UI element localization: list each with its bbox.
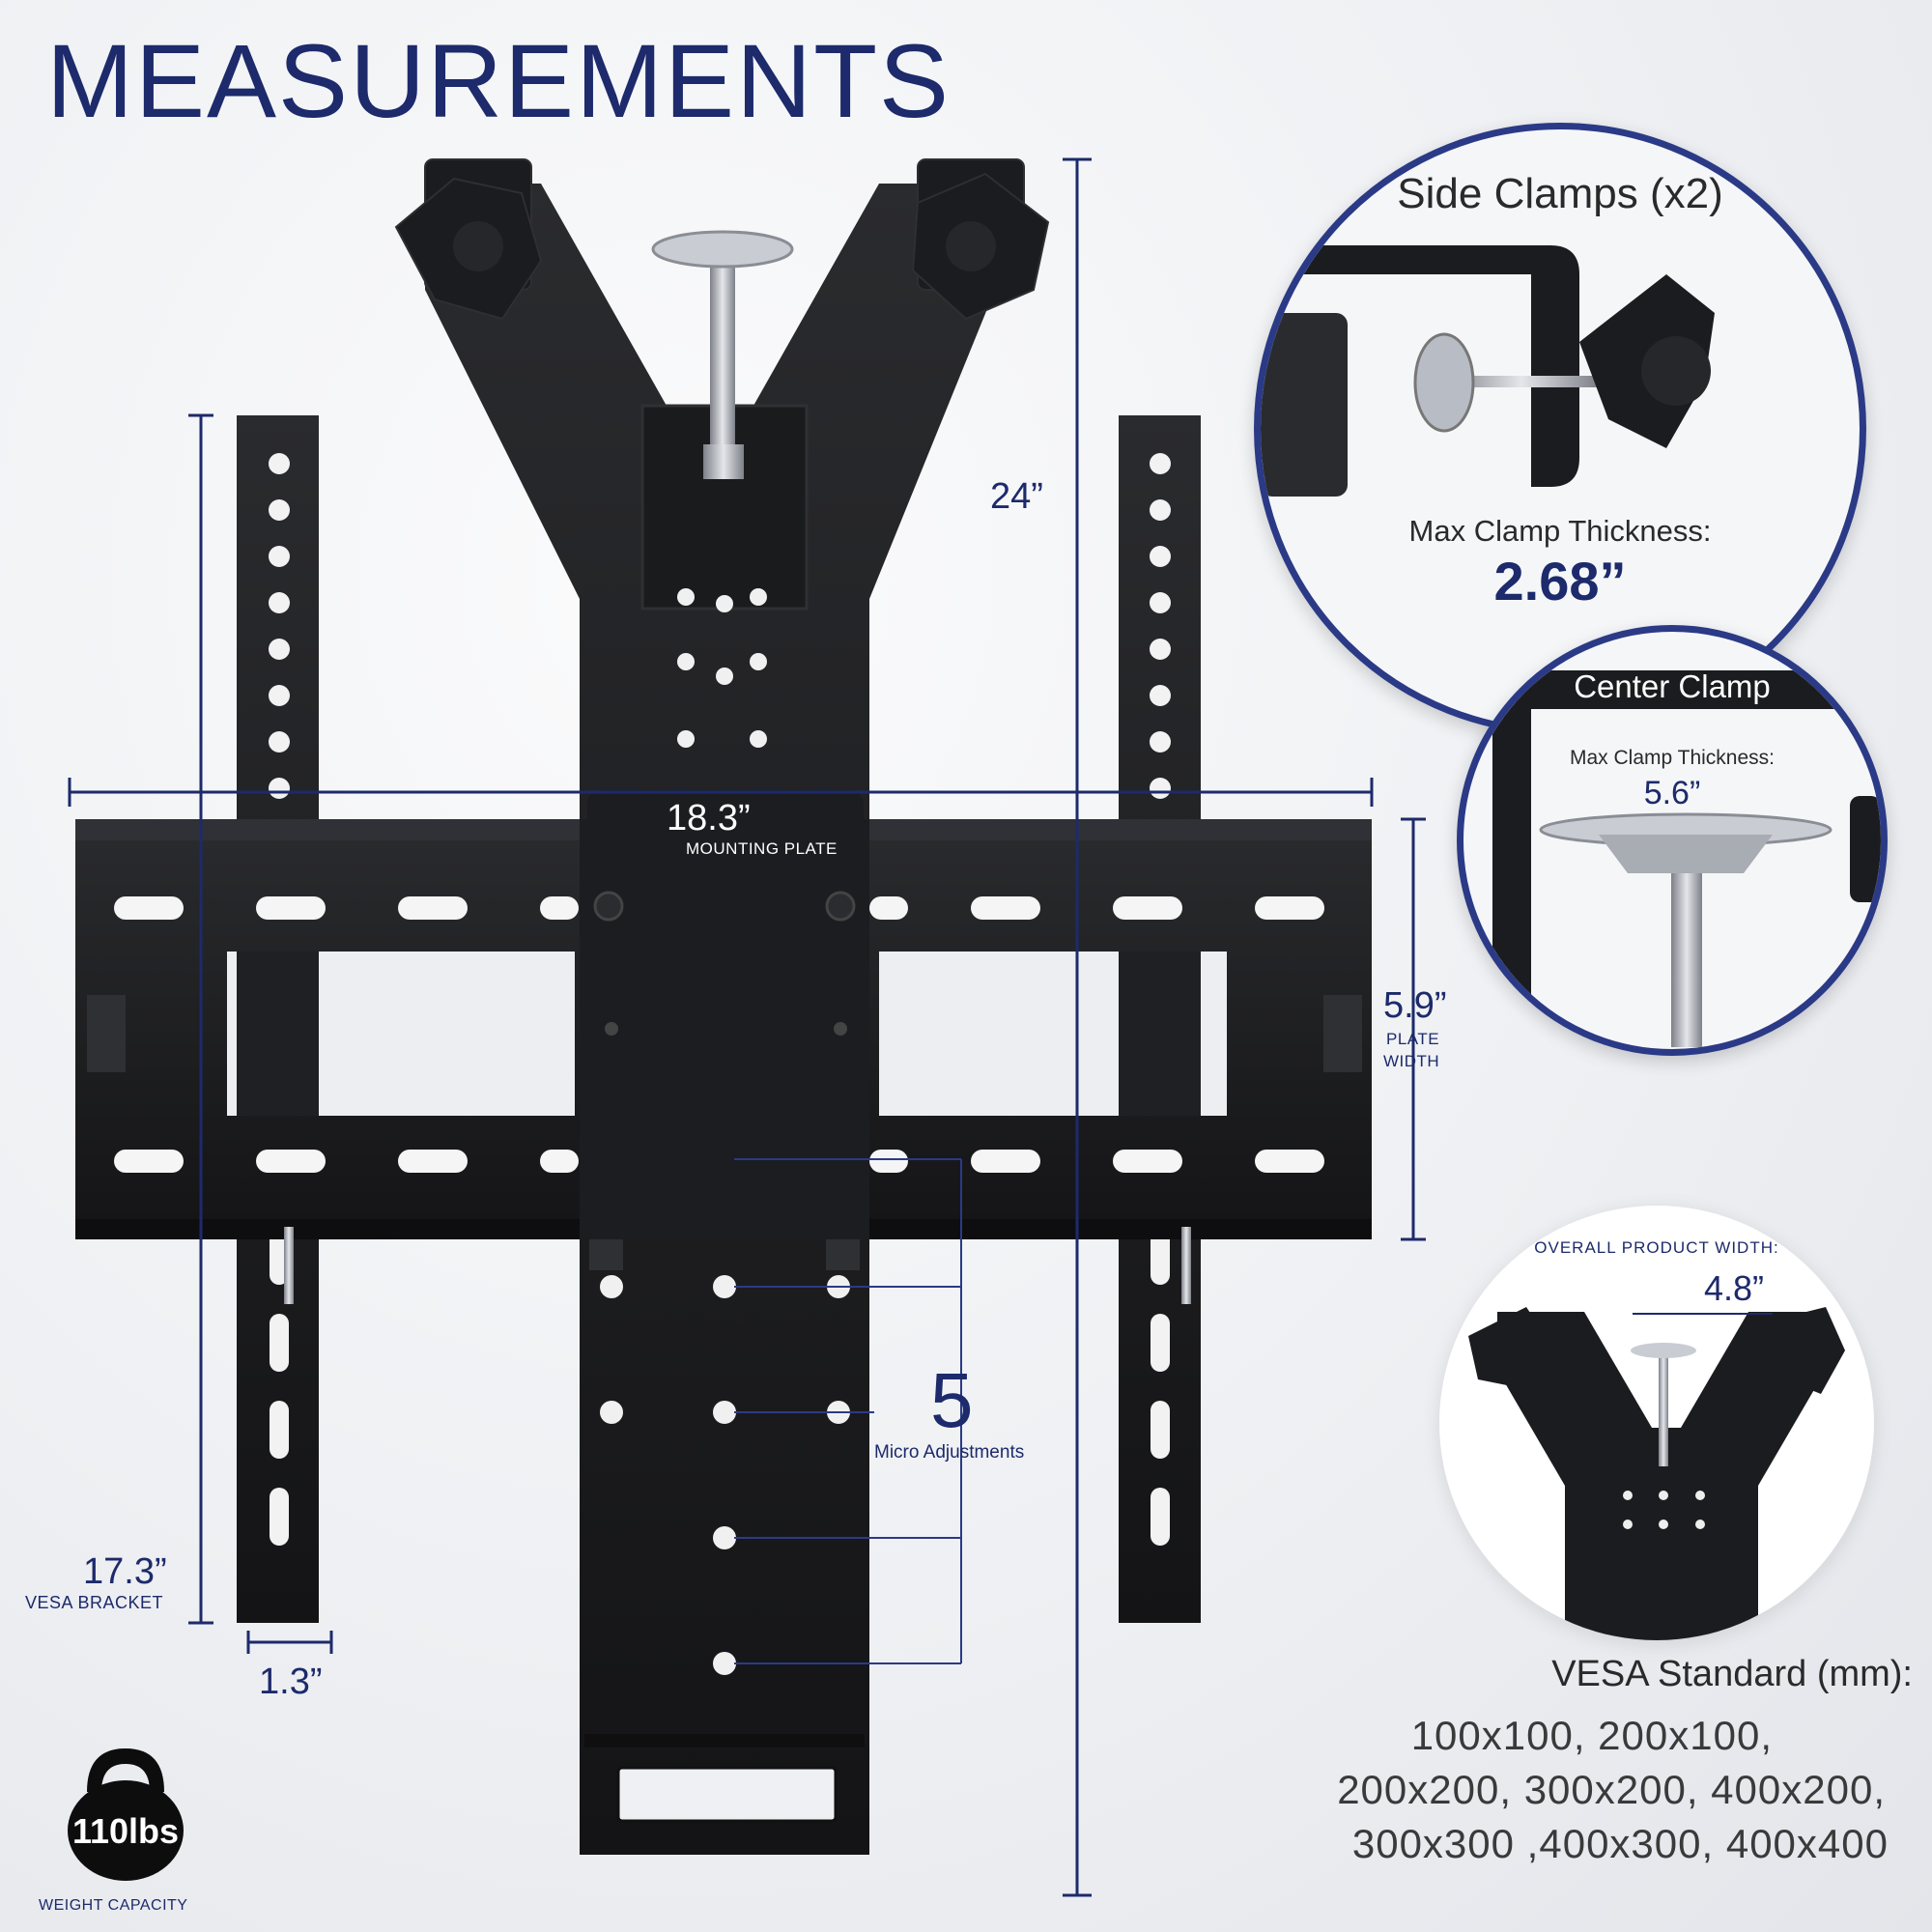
plate-width-dimension: 5.9” bbox=[1383, 985, 1447, 1026]
mounting-plate-label: MOUNTING PLATE bbox=[686, 839, 838, 858]
page-title: MEASUREMENTS bbox=[46, 22, 952, 139]
plate-width-label-1: PLATE bbox=[1386, 1030, 1440, 1048]
center-clamp-value: 5.6” bbox=[1643, 775, 1701, 811]
weight-value: 110lbs bbox=[71, 1811, 180, 1851]
wall-plate bbox=[75, 819, 1372, 1270]
overall-width-illustration bbox=[1468, 1307, 1845, 1640]
vesa-standard: VESA Standard (mm): 100x100, 200x100, 20… bbox=[1217, 1654, 1913, 1871]
mounting-plate-dimension: 18.3” bbox=[667, 798, 751, 838]
plate-width-label-2: WIDTH bbox=[1383, 1052, 1440, 1070]
micro-adjustments-count: 5 bbox=[930, 1357, 974, 1443]
micro-adjustments-label: Micro Adjustments bbox=[874, 1442, 1025, 1463]
vesa-line-3: 300x300 ,400x300, 400x400 bbox=[1351, 1821, 1889, 1866]
center-clamp-illustration bbox=[1463, 670, 1881, 1047]
vesa-line-2: 200x200, 300x200, 400x200, bbox=[1337, 1767, 1886, 1812]
rail-width-dimension: 1.3” bbox=[259, 1662, 323, 1702]
side-clamps-value: 2.68” bbox=[1493, 551, 1627, 611]
kettlebell-icon bbox=[68, 1748, 184, 1881]
side-clamps-detail: Side Clamps (x2) Max Clamp Thickness: 2.… bbox=[1254, 123, 1866, 735]
vesa-standard-title: VESA Standard (mm): bbox=[1551, 1654, 1913, 1694]
vesa-bracket-label: VESA BRACKET bbox=[25, 1593, 164, 1612]
weight-label: WEIGHT CAPACITY bbox=[39, 1897, 188, 1914]
overall-width-caption: OVERALL PRODUCT WIDTH: bbox=[1534, 1238, 1779, 1257]
side-clamp-illustration bbox=[1261, 245, 1715, 497]
height-dimension: 24” bbox=[990, 476, 1043, 517]
overall-width-value: 4.8” bbox=[1703, 1268, 1765, 1308]
weight-capacity: 110lbs WEIGHT CAPACITY bbox=[39, 1739, 198, 1922]
side-clamps-caption: Max Clamp Thickness: bbox=[1408, 514, 1712, 548]
center-clamp-caption: Max Clamp Thickness: bbox=[1569, 747, 1775, 769]
center-clamp-title: Center Clamp bbox=[1574, 668, 1771, 704]
vesa-line-1: 100x100, 200x100, bbox=[1410, 1713, 1773, 1758]
overall-width-detail: OVERALL PRODUCT WIDTH: 4.8” bbox=[1439, 1206, 1874, 1640]
vesa-bracket-dimension: 17.3” bbox=[83, 1551, 167, 1592]
center-clamp-detail: Center Clamp Max Clamp Thickness: 5.6” bbox=[1457, 625, 1888, 1056]
side-clamps-title: Side Clamps (x2) bbox=[1397, 170, 1723, 217]
